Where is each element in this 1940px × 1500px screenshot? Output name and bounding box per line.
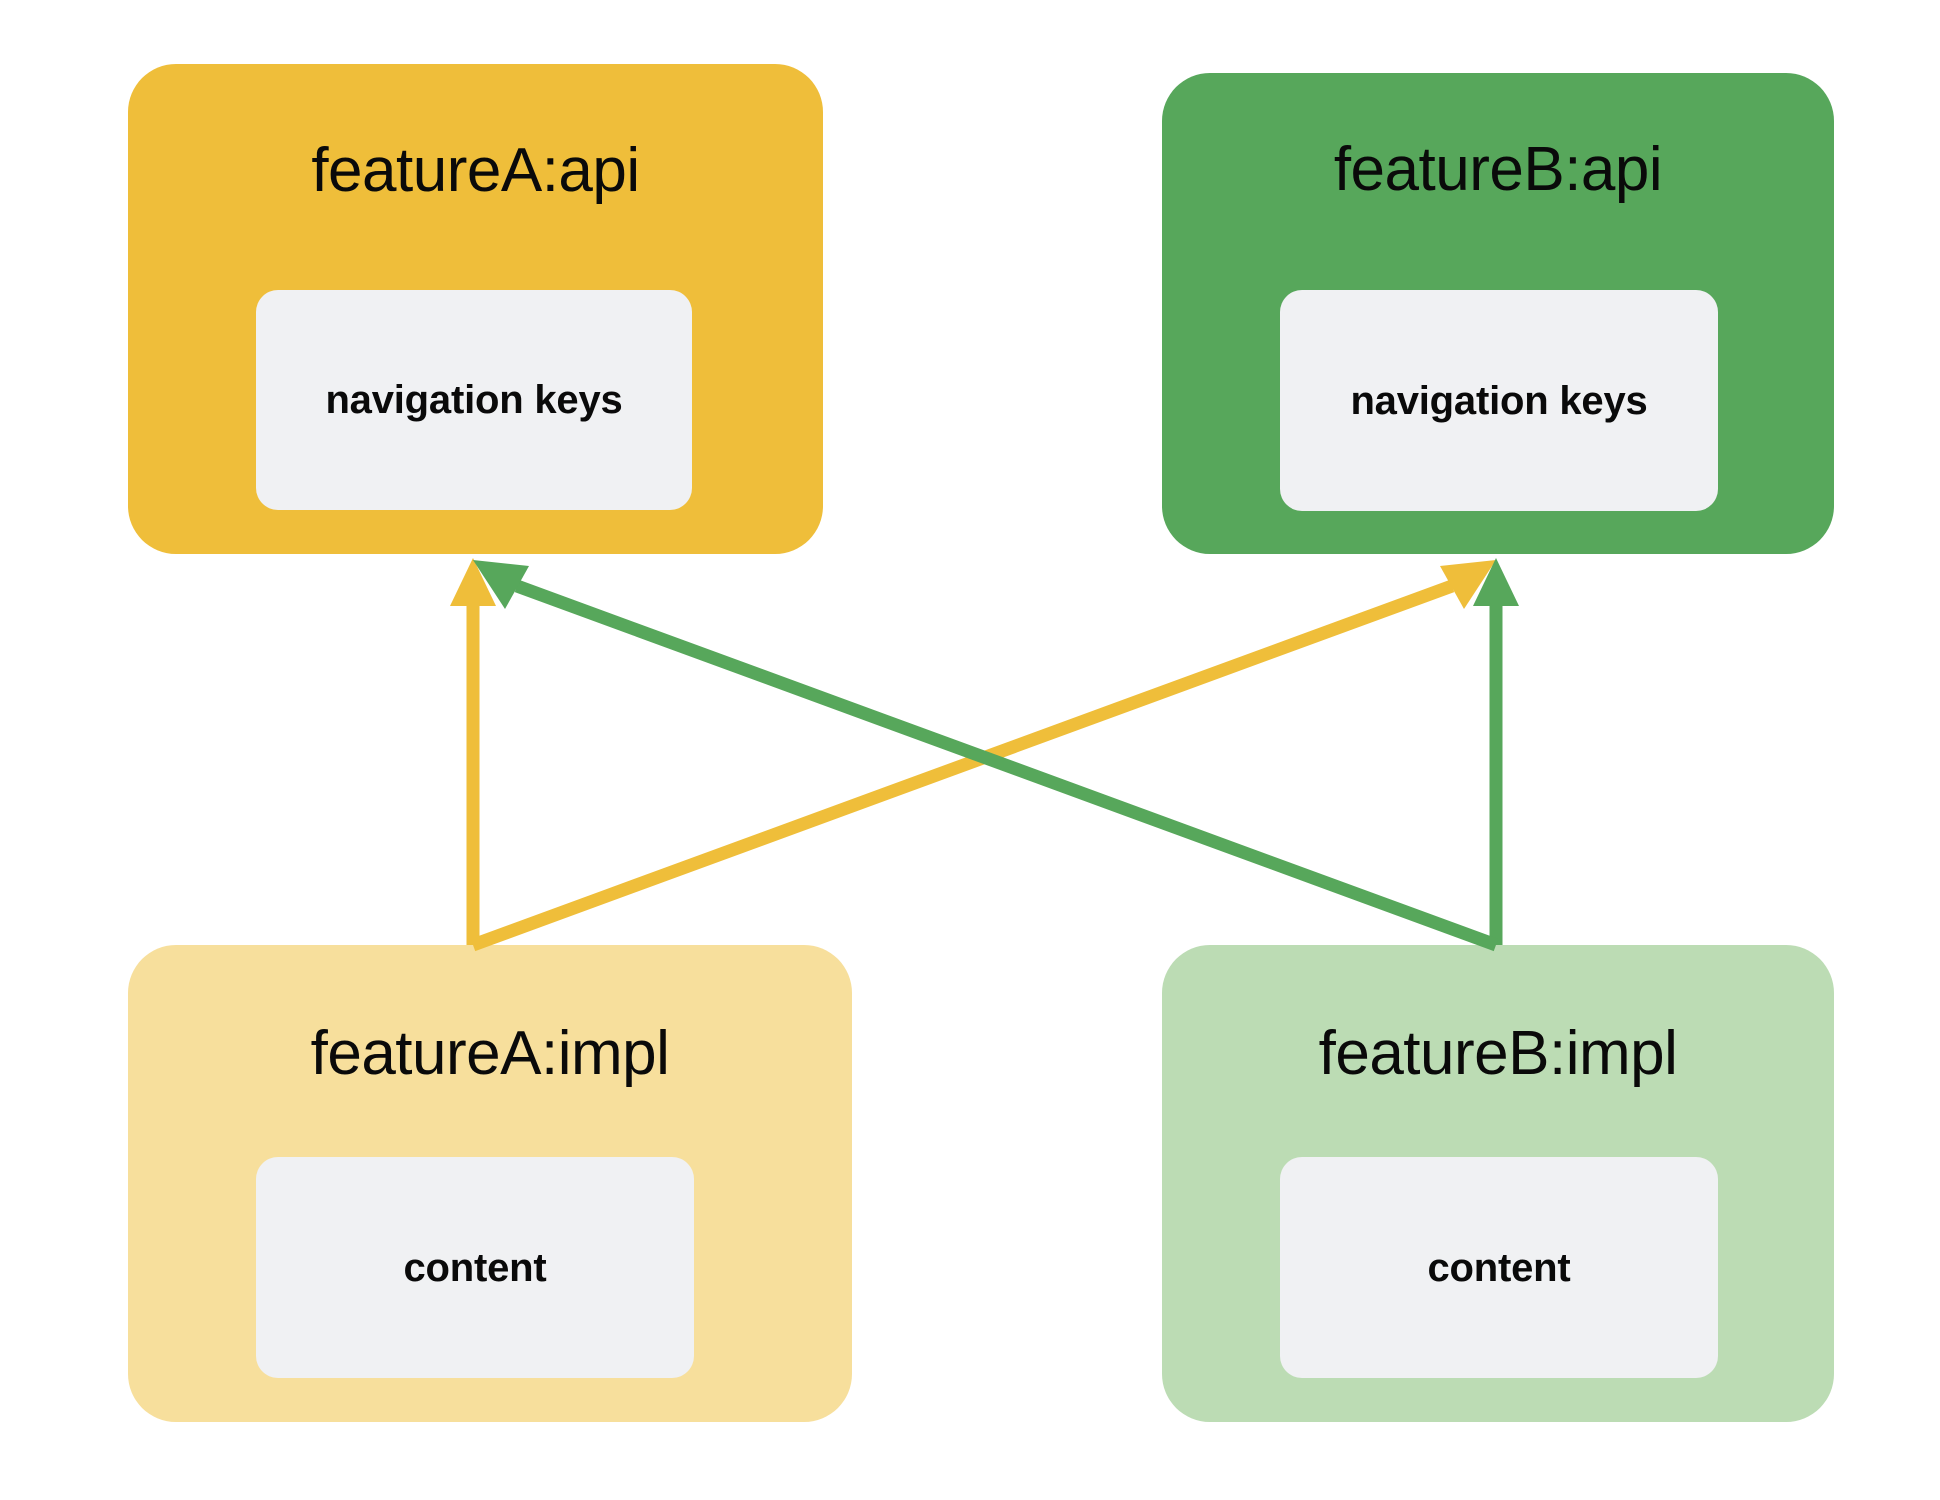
inner-box-featureB-api-navigation-keys[interactable]: navigation keys bbox=[1280, 290, 1718, 511]
arrow-featureA-impl-to-featureA-api bbox=[450, 558, 496, 945]
module-featureB-impl[interactable]: featureB:impl content bbox=[1162, 945, 1834, 1422]
inner-box-featureA-api-navigation-keys[interactable]: navigation keys bbox=[256, 290, 692, 510]
module-title-featureA-api: featureA:api bbox=[311, 136, 640, 205]
module-featureB-api[interactable]: featureB:api navigation keys bbox=[1162, 73, 1834, 554]
module-title-featureB-impl: featureB:impl bbox=[1318, 1019, 1678, 1088]
module-featureA-api[interactable]: featureA:api navigation keys bbox=[128, 64, 823, 554]
inner-box-label: content bbox=[1427, 1245, 1571, 1290]
module-featureA-impl[interactable]: featureA:impl content bbox=[128, 945, 852, 1422]
module-title-featureB-api: featureB:api bbox=[1333, 135, 1663, 204]
arrow-featureA-impl-to-featureB-api bbox=[470, 560, 1496, 952]
inner-box-featureA-impl-content[interactable]: content bbox=[256, 1157, 694, 1378]
inner-box-label: content bbox=[403, 1245, 547, 1290]
arrow-featureB-impl-to-featureA-api bbox=[473, 560, 1499, 952]
arrow-featureB-impl-to-featureB-api bbox=[1473, 558, 1519, 945]
inner-box-featureB-impl-content[interactable]: content bbox=[1280, 1157, 1718, 1378]
module-title-featureA-impl: featureA:impl bbox=[310, 1019, 670, 1088]
inner-box-label: navigation keys bbox=[325, 378, 623, 422]
inner-box-label: navigation keys bbox=[1350, 378, 1648, 423]
